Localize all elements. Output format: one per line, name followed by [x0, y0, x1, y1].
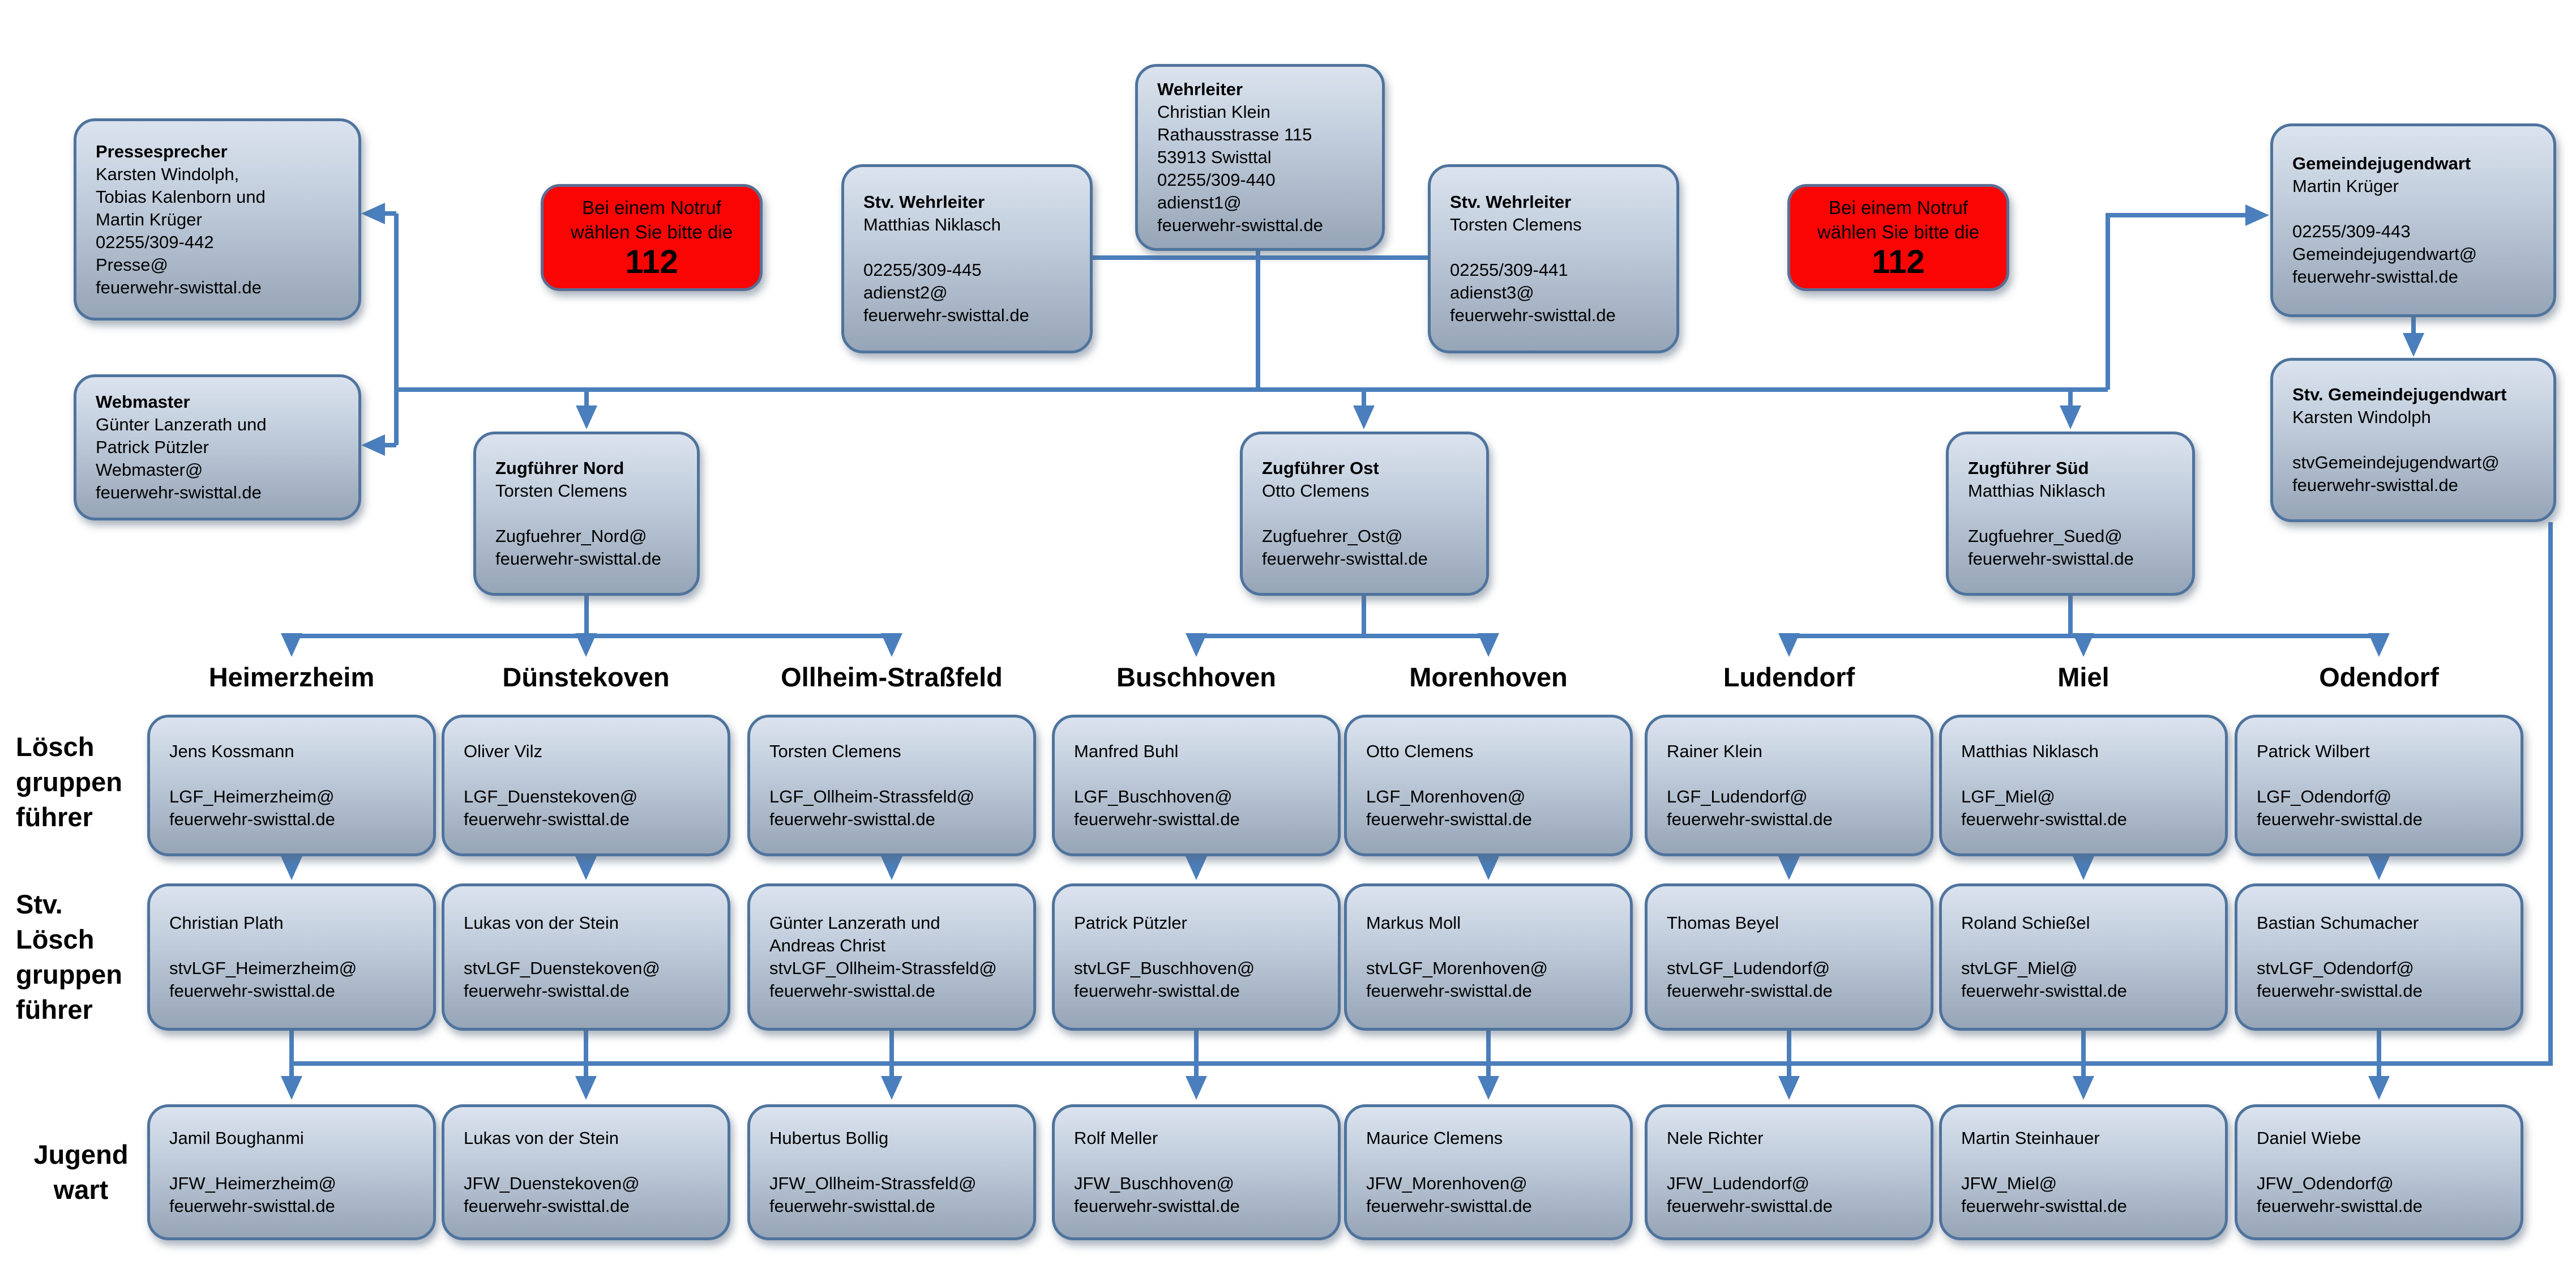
- column-header-ollheim-strassfeld: Ollheim-Straßfeld: [781, 662, 1003, 692]
- jfw-box-buschhoven: Rolf Meller JFW_Buschhoven@ feuerwehr-sw…: [1052, 1104, 1341, 1240]
- box-text: Otto Clemens LGF_Morenhoven@ feuerwehr-s…: [1366, 741, 1532, 829]
- box-text: Christian Plath stvLGF_Heimerzheim@ feue…: [169, 913, 357, 1001]
- box-body: Günter Lanzerath und Patrick Pützler Web…: [96, 415, 267, 502]
- box-text: Torsten Clemens LGF_Ollheim-Strassfeld@ …: [769, 741, 975, 829]
- box-text: Roland Schießel stvLGF_Miel@ feuerwehr-s…: [1961, 913, 2127, 1001]
- box-title: Zugführer Ost: [1262, 458, 1379, 478]
- box-title: Wehrleiter: [1157, 79, 1243, 99]
- jfw-box-miel: Martin Steinhauer JFW_Miel@ feuerwehr-sw…: [1939, 1104, 2228, 1240]
- box-text: Markus Moll stvLGF_Morenhoven@ feuerwehr…: [1366, 913, 1548, 1001]
- box-body: Matthias Niklasch 02255/309-445 adienst2…: [863, 215, 1029, 325]
- box-text: Daniel Wiebe JFW_Odendorf@ feuerwehr-swi…: [2257, 1128, 2423, 1216]
- box-body: Karsten Windolph, Tobias Kalenborn und M…: [96, 164, 266, 297]
- stv-lgf-box-miel: Roland Schießel stvLGF_Miel@ feuerwehr-s…: [1939, 883, 2228, 1031]
- column-header-morenhoven: Morenhoven: [1409, 662, 1568, 692]
- box-title: Stv. Wehrleiter: [863, 192, 985, 212]
- box-text: Maurice Clemens JFW_Morenhoven@ feuerweh…: [1366, 1128, 1532, 1216]
- box-text: Patrick Pützler stvLGF_Buschhoven@ feuer…: [1074, 913, 1255, 1001]
- notruf-box-right: Bei einem Notruf wählen Sie bitte die 11…: [1787, 184, 2009, 291]
- column-header-ludendorf: Ludendorf: [1723, 662, 1855, 692]
- lgf-box-buschhoven: Manfred Buhl LGF_Buschhoven@ feuerwehr-s…: [1052, 715, 1341, 856]
- notruf-number: 112: [625, 243, 678, 280]
- stv-lgf-box-odendorf: Bastian Schumacher stvLGF_Odendorf@ feue…: [2235, 883, 2523, 1031]
- jfw-box-morenhoven: Maurice Clemens JFW_Morenhoven@ feuerweh…: [1344, 1104, 1633, 1240]
- box-body: Otto Clemens Zugfuehrer_Ost@ feuerwehr-s…: [1262, 481, 1428, 569]
- box-text: Günter Lanzerath und Andreas Christ stvL…: [769, 913, 997, 1001]
- stv-lgf-box-heimerzheim: Christian Plath stvLGF_Heimerzheim@ feue…: [147, 883, 436, 1031]
- jfw-box-ollheim-strassfeld: Hubertus Bollig JFW_Ollheim-Strassfeld@ …: [747, 1104, 1036, 1240]
- box-title: Zugführer Nord: [495, 458, 624, 478]
- column-header-miel: Miel: [2057, 662, 2109, 692]
- notruf-number: 112: [1872, 243, 1925, 280]
- box-body: Martin Krüger 02255/309-443 Gemeindejuge…: [2292, 176, 2477, 287]
- jfw-box-duenstekoven: Lukas von der Stein JFW_Duenstekoven@ fe…: [442, 1104, 730, 1240]
- lgf-box-odendorf: Patrick Wilbert LGF_Odendorf@ feuerwehr-…: [2235, 715, 2523, 856]
- box-body: Karsten Windolph stvGemeindejugendwart@ …: [2292, 407, 2500, 495]
- column-header-buschhoven: Buschhoven: [1116, 662, 1277, 692]
- box-text: Matthias Niklasch LGF_Miel@ feuerwehr-sw…: [1961, 741, 2127, 829]
- box-body: Christian Klein Rathausstrasse 115 53913…: [1157, 102, 1323, 235]
- column-header-heimerzheim: Heimerzheim: [208, 662, 375, 692]
- box-text: Martin Steinhauer JFW_Miel@ feuerwehr-sw…: [1961, 1128, 2127, 1216]
- box-text: Bastian Schumacher stvLGF_Odendorf@ feue…: [2257, 913, 2423, 1001]
- column-header-odendorf: Odendorf: [2319, 662, 2439, 692]
- box-body: Matthias Niklasch Zugfuehrer_Sued@ feuer…: [1968, 481, 2134, 569]
- row-label-loeschgruppenfuehrer: Lösch gruppen führer: [16, 732, 122, 832]
- notruf-box-left: Bei einem Notruf wählen Sie bitte die 11…: [541, 184, 763, 291]
- connector-group: [281, 203, 2553, 1100]
- box-text: Lukas von der Stein stvLGF_Duenstekoven@…: [464, 913, 660, 1001]
- box-text: Hubertus Bollig JFW_Ollheim-Strassfeld@ …: [769, 1128, 977, 1216]
- stv-lgf-box-ludendorf: Thomas Beyel stvLGF_Ludendorf@ feuerwehr…: [1645, 883, 1933, 1031]
- box-text: Thomas Beyel stvLGF_Ludendorf@ feuerwehr…: [1667, 913, 1833, 1001]
- box-text: Manfred Buhl LGF_Buschhoven@ feuerwehr-s…: [1074, 741, 1240, 829]
- box-text: Jamil Boughanmi JFW_Heimerzheim@ feuerwe…: [169, 1128, 336, 1216]
- lgf-box-heimerzheim: Jens Kossmann LGF_Heimerzheim@ feuerwehr…: [147, 715, 436, 856]
- box-text: Rainer Klein LGF_Ludendorf@ feuerwehr-sw…: [1667, 741, 1833, 829]
- column-header-duenstekoven: Dünstekoven: [502, 662, 670, 692]
- lgf-box-morenhoven: Otto Clemens LGF_Morenhoven@ feuerwehr-s…: [1344, 715, 1633, 856]
- box-body: Torsten Clemens 02255/309-441 adienst3@ …: [1450, 215, 1616, 325]
- jfw-box-odendorf: Daniel Wiebe JFW_Odendorf@ feuerwehr-swi…: [2235, 1104, 2523, 1240]
- box-title: Pressesprecher: [96, 141, 228, 161]
- jfw-box-ludendorf: Nele Richter JFW_Ludendorf@ feuerwehr-sw…: [1645, 1104, 1933, 1240]
- box-text: Rolf Meller JFW_Buschhoven@ feuerwehr-sw…: [1074, 1128, 1240, 1216]
- box-text: Nele Richter JFW_Ludendorf@ feuerwehr-sw…: [1667, 1128, 1833, 1216]
- notruf-text: Bei einem Notruf wählen Sie bitte die: [1817, 197, 1980, 242]
- stv-lgf-box-buschhoven: Patrick Pützler stvLGF_Buschhoven@ feuer…: [1052, 883, 1341, 1031]
- box-title: Webmaster: [96, 392, 190, 412]
- box-title: Gemeindejugendwart: [2292, 153, 2471, 173]
- box-title: Stv. Gemeindejugendwart: [2292, 385, 2507, 404]
- box-text: Lukas von der Stein JFW_Duenstekoven@ fe…: [464, 1128, 640, 1216]
- row-label-jugendwart: Jugend wart: [33, 1139, 129, 1205]
- box-title: Stv. Wehrleiter: [1450, 192, 1572, 212]
- notruf-text: Bei einem Notruf wählen Sie bitte die: [570, 197, 733, 242]
- stv-lgf-box-morenhoven: Markus Moll stvLGF_Morenhoven@ feuerwehr…: [1344, 883, 1633, 1031]
- box-text: Jens Kossmann LGF_Heimerzheim@ feuerwehr…: [169, 741, 335, 829]
- row-label-stv-loeschgruppenfuehrer: Stv. Lösch gruppen führer: [16, 889, 122, 1024]
- stv-lgf-box-duenstekoven: Lukas von der Stein stvLGF_Duenstekoven@…: [442, 883, 730, 1031]
- lgf-box-ollheim-strassfeld: Torsten Clemens LGF_Ollheim-Strassfeld@ …: [747, 715, 1036, 856]
- jfw-box-heimerzheim: Jamil Boughanmi JFW_Heimerzheim@ feuerwe…: [147, 1104, 436, 1240]
- lgf-box-ludendorf: Rainer Klein LGF_Ludendorf@ feuerwehr-sw…: [1645, 715, 1933, 856]
- box-title: Zugführer Süd: [1968, 458, 2089, 478]
- lgf-box-miel: Matthias Niklasch LGF_Miel@ feuerwehr-sw…: [1939, 715, 2228, 856]
- box-text: Oliver Vilz LGF_Duenstekoven@ feuerwehr-…: [464, 741, 638, 829]
- box-body: Torsten Clemens Zugfuehrer_Nord@ feuerwe…: [495, 481, 661, 569]
- box-text: Patrick Wilbert LGF_Odendorf@ feuerwehr-…: [2257, 741, 2423, 829]
- lgf-box-duenstekoven: Oliver Vilz LGF_Duenstekoven@ feuerwehr-…: [442, 715, 730, 856]
- stv-lgf-box-ollheim-strassfeld: Günter Lanzerath und Andreas Christ stvL…: [747, 883, 1036, 1031]
